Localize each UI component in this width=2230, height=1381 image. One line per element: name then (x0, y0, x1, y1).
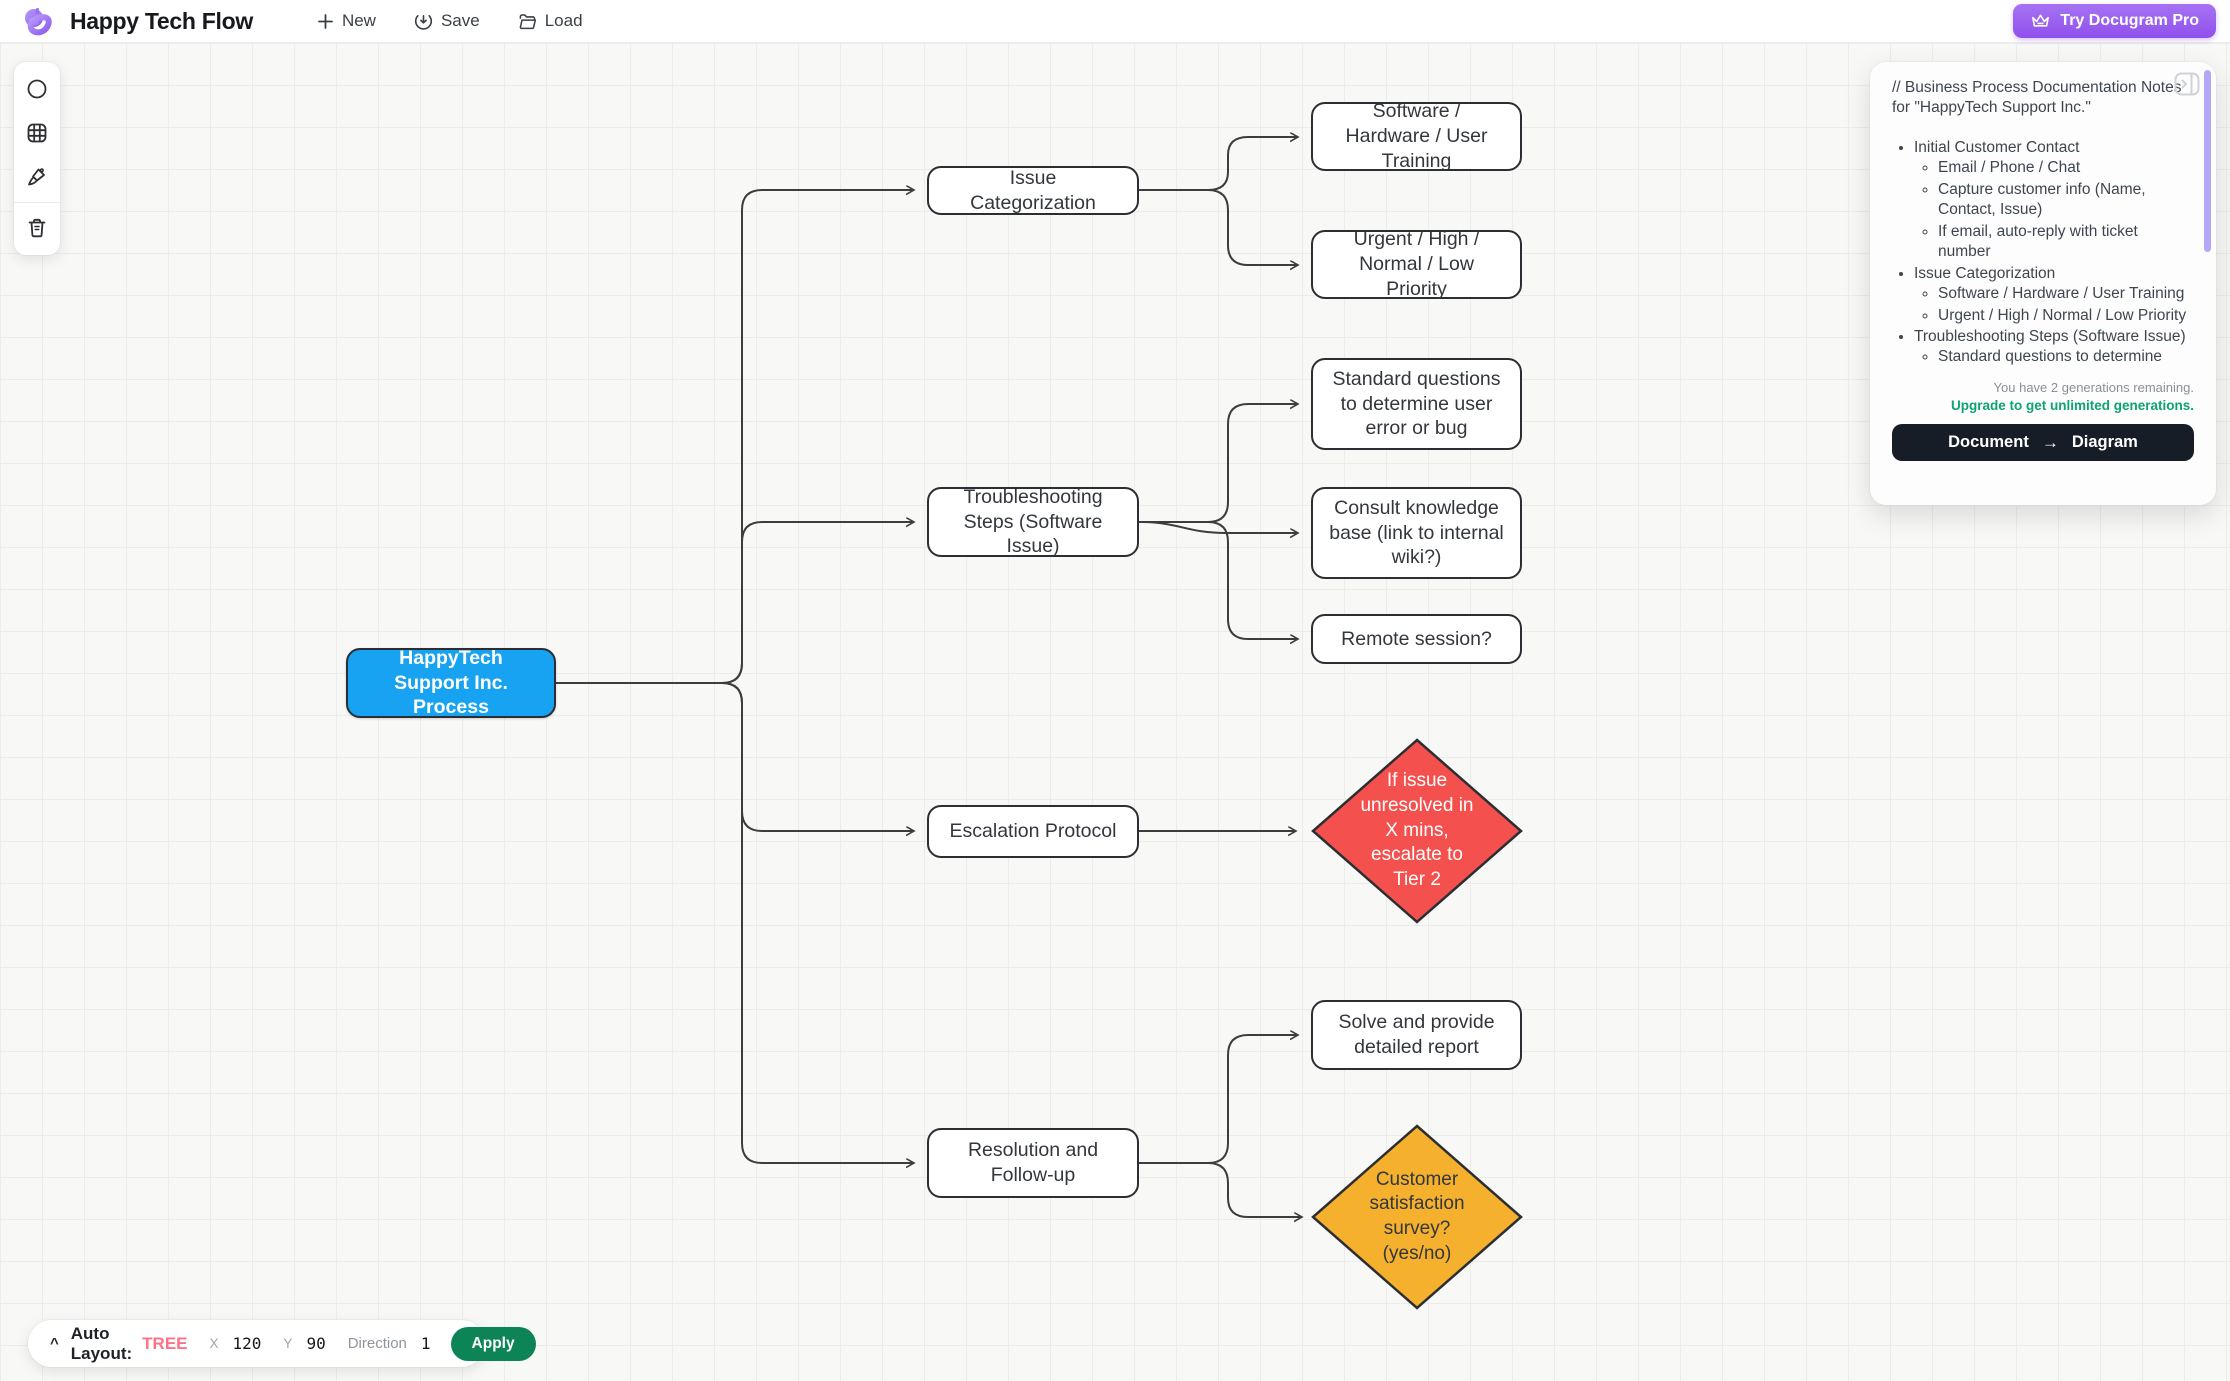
node-resolution-follow-up[interactable]: Resolution and Follow-up (927, 1128, 1139, 1198)
doc-sub-bullet: Capture customer info (Name, Contact, Is… (1938, 180, 2194, 221)
delete-tool-button[interactable] (18, 209, 56, 247)
grid-tool-button[interactable] (18, 114, 56, 152)
arrow-right-icon: → (2041, 432, 2059, 452)
document-to-diagram-button[interactable]: Document → Diagram (1892, 424, 2194, 461)
node-issue-categorization[interactable]: Issue Categorization (927, 166, 1139, 215)
save-icon (414, 14, 432, 30)
grid-icon (27, 123, 47, 143)
folder-icon (519, 13, 536, 29)
node-root[interactable]: HappyTech Support Inc. Process (346, 647, 556, 718)
doc-sub-bullet: Software / Hardware / User Training (1938, 284, 2194, 304)
layout-mode-value[interactable]: TREE (142, 1333, 188, 1353)
circle-icon (27, 79, 47, 99)
direction-label: Direction (347, 1335, 407, 1352)
brush-tool-button[interactable] (18, 158, 56, 196)
diamond-shape (1311, 738, 1523, 924)
node-remote-session[interactable]: Remote session? (1311, 614, 1522, 664)
plus-icon (318, 13, 333, 29)
document-notes-panel: // Business Process Documentation Notes … (1870, 62, 2216, 505)
node-priority-levels[interactable]: Urgent / High / Normal / Low Priority (1311, 228, 1522, 300)
document-notes-text: // Business Process Documentation Notes … (1892, 78, 2194, 414)
app-title: Happy Tech Flow (70, 7, 253, 34)
crown-icon (2032, 14, 2050, 27)
load-button[interactable]: Load (506, 5, 595, 37)
new-button[interactable]: New (305, 5, 388, 37)
node-escalate-tier2-decision[interactable]: If issue unresolved in X mins, escalate … (1311, 738, 1523, 924)
x-spacing-value[interactable]: 120 (232, 1334, 262, 1353)
panel-scrollbar-thumb[interactable] (2204, 70, 2211, 252)
brush-icon (28, 168, 45, 186)
auto-layout-label: Auto Layout: (70, 1323, 133, 1363)
doc-bullet: Issue Categorization Software / Hardware… (1914, 264, 2194, 326)
node-software-hardware-training[interactable]: Software / Hardware / User Training (1311, 100, 1522, 172)
doc-sub-bullet: Standard questions to determine (1938, 347, 2194, 367)
generations-remaining-note: You have 2 generations remaining. (1892, 380, 2194, 395)
doc-sub-bullet: If email, auto-reply with ticket number (1938, 222, 2194, 263)
app-logo-icon (25, 8, 52, 36)
node-satisfaction-survey-decision[interactable]: Customer satisfaction survey? (yes/no) (1311, 1124, 1523, 1310)
node-consult-knowledge-base[interactable]: Consult knowledge base (link to internal… (1311, 487, 1522, 579)
save-button[interactable]: Save (402, 5, 492, 37)
apply-button[interactable]: Apply (450, 1326, 536, 1361)
direction-value[interactable]: 1 (420, 1334, 431, 1353)
doc-sub-bullet: Urgent / High / Normal / Low Priority (1938, 306, 2194, 326)
node-escalation-protocol[interactable]: Escalation Protocol (927, 805, 1139, 858)
panel-collapse-button[interactable] (2174, 72, 2200, 96)
doc-bullet: Initial Customer Contact Email / Phone /… (1914, 138, 2194, 263)
auto-layout-bar: ^ Auto Layout: TREE X 120 Y 90 Direction… (28, 1320, 536, 1367)
panel-collapse-icon (2174, 72, 2200, 96)
node-troubleshooting-steps[interactable]: Troubleshooting Steps (Software Issue) (927, 486, 1139, 557)
y-spacing-label: Y (283, 1336, 293, 1351)
try-pro-button[interactable]: Try Docugram Pro (2013, 4, 2216, 38)
shape-toolbar (14, 62, 60, 255)
diamond-shape (1311, 1124, 1523, 1310)
doc-bullet: Troubleshooting Steps (Software Issue) S… (1914, 327, 2194, 368)
x-spacing-label: X (209, 1336, 219, 1351)
doc-title: // Business Process Documentation Notes … (1892, 79, 2182, 117)
upgrade-link[interactable]: Upgrade to get unlimited generations. (1950, 398, 2194, 413)
node-standard-questions[interactable]: Standard questions to determine user err… (1311, 358, 1522, 450)
doc-sub-bullet: Email / Phone / Chat (1938, 158, 2194, 178)
app-header: Happy Tech Flow New Save Load Try Docugr… (0, 0, 2230, 43)
collapse-chevron-button[interactable]: ^ (46, 1333, 63, 1354)
toolbar-divider (14, 202, 60, 203)
trash-icon (28, 218, 46, 238)
diagram-canvas[interactable] (0, 43, 2230, 1381)
y-spacing-value[interactable]: 90 (306, 1334, 326, 1353)
circle-tool-button[interactable] (18, 70, 56, 108)
node-solve-report[interactable]: Solve and provide detailed report (1311, 1000, 1522, 1070)
